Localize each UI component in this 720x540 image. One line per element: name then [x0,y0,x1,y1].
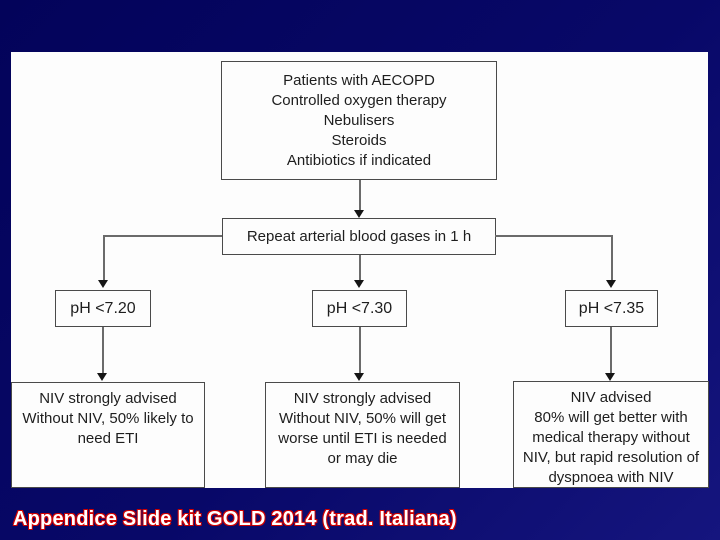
treatment-line: Patients with AECOPD [283,71,435,89]
ph-box-730: pH <7.30 [312,290,407,327]
connector-line [495,235,613,237]
arrow-down-icon [354,210,364,218]
outcome-box-niv-strongly-advised-worse: NIV strongly advised Without NIV, 50% wi… [265,382,460,488]
connector-line [104,235,222,237]
ph-box-720: pH <7.20 [55,290,151,327]
outcome-line: Without NIV, 50% will get [278,410,447,427]
connector-line [102,327,104,373]
outcome-line: worse until ETI is needed [278,430,447,447]
treatment-line: Antibiotics if indicated [286,151,432,169]
arrow-down-icon [354,373,364,381]
outcome-line: NIV strongly advised [39,390,177,407]
connector-line [103,235,105,281]
outcome-line: need ETI [77,430,139,447]
connector-line [359,180,361,211]
connector-line [610,327,612,373]
treatment-line: Controlled oxygen therapy [271,91,447,109]
arrow-down-icon [354,280,364,288]
arrow-down-icon [97,373,107,381]
ph-label: pH <7.20 [70,299,136,317]
outcome-box-niv-strongly-advised-eti: NIV strongly advised Without NIV, 50% li… [11,382,205,488]
ph-label: pH <7.35 [578,299,645,317]
outcome-line: NIV, but rapid resolution of [522,449,700,466]
outcome-line: 80% will get better with [534,409,688,426]
treatment-line: Nebulisers [323,111,395,129]
arrow-down-icon [605,373,615,381]
repeat-abg-box: Repeat arterial blood gases in 1 h [222,218,496,255]
outcome-line: NIV advised [570,389,652,406]
treatment-line: Steroids [331,131,387,149]
treatment-box: Patients with AECOPD Controlled oxygen t… [221,61,497,180]
outcome-line: dyspnoea with NIV [548,469,674,486]
outcome-line: Without NIV, 50% likely to [22,410,194,427]
ph-box-735: pH <7.35 [565,290,658,327]
arrow-down-icon [98,280,108,288]
connector-line [359,327,361,373]
connector-line [611,235,613,281]
arrow-down-icon [606,280,616,288]
outcome-line: medical therapy without [532,429,690,446]
outcome-box-niv-advised: NIV advised 80% will get better with med… [513,381,709,488]
repeat-abg-label: Repeat arterial blood gases in 1 h [246,227,472,245]
outcome-line: or may die [327,450,398,467]
connector-line [359,255,361,281]
outcome-line: NIV strongly advised [293,390,432,407]
slide-caption: Appendice Slide kit GOLD 2014 (trad. Ita… [13,508,457,530]
ph-label: pH <7.30 [326,299,393,317]
